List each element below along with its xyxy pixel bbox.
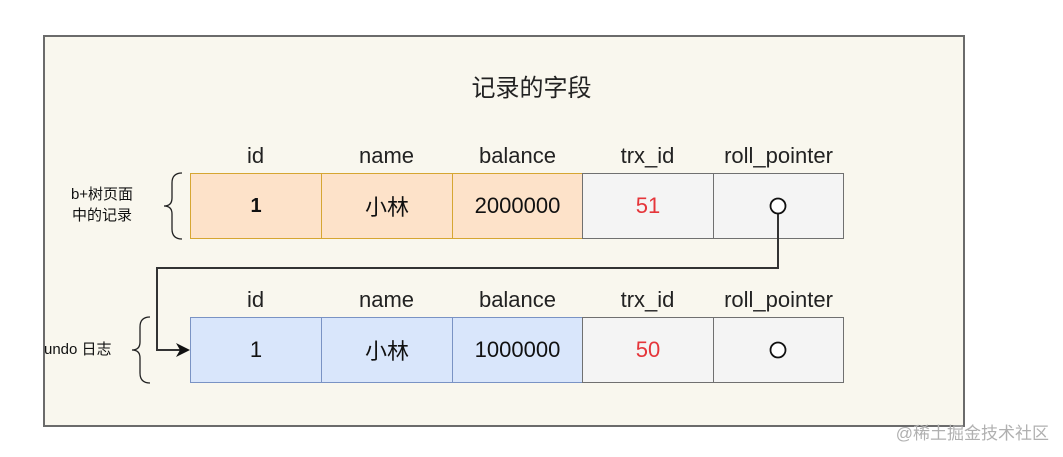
header-balance: balance xyxy=(478,143,557,168)
diagram-title: 记录的字段 xyxy=(471,75,592,102)
row1-trx-id: 50 xyxy=(582,317,714,383)
arrowhead-icon xyxy=(176,343,190,357)
pointer-circle-icon xyxy=(769,197,787,215)
row0-label-line1: b+树页面 xyxy=(70,186,134,203)
brace-icon xyxy=(131,316,151,384)
header-id: id xyxy=(246,143,265,168)
row1-id: 1 xyxy=(190,317,322,383)
brace-icon xyxy=(163,172,183,240)
roll-pointer-connector xyxy=(156,213,779,351)
row0-name: 小林 xyxy=(321,173,453,239)
header-trx-id: trx_id xyxy=(620,143,675,168)
row0-label-line2: 中的记录 xyxy=(71,207,132,224)
row1-balance: 1000000 xyxy=(452,317,583,383)
header-roll-pointer: roll_pointer xyxy=(724,143,833,168)
header-name: name xyxy=(358,287,415,312)
row0-label: b+树页面 中的记录 xyxy=(52,184,152,226)
header-name: name xyxy=(358,143,415,168)
header-id: id xyxy=(246,287,265,312)
row1-label: undo 日志 xyxy=(44,341,112,358)
header-trx-id: trx_id xyxy=(620,287,675,312)
header-roll-pointer: roll_pointer xyxy=(724,287,833,312)
row1-name: 小林 xyxy=(321,317,453,383)
row0-trx-id: 51 xyxy=(582,173,714,239)
pointer-circle-icon xyxy=(769,341,787,359)
watermark: @稀土掘金技术社区 xyxy=(895,424,1049,443)
header-balance: balance xyxy=(478,287,557,312)
row0-balance: 2000000 xyxy=(452,173,583,239)
